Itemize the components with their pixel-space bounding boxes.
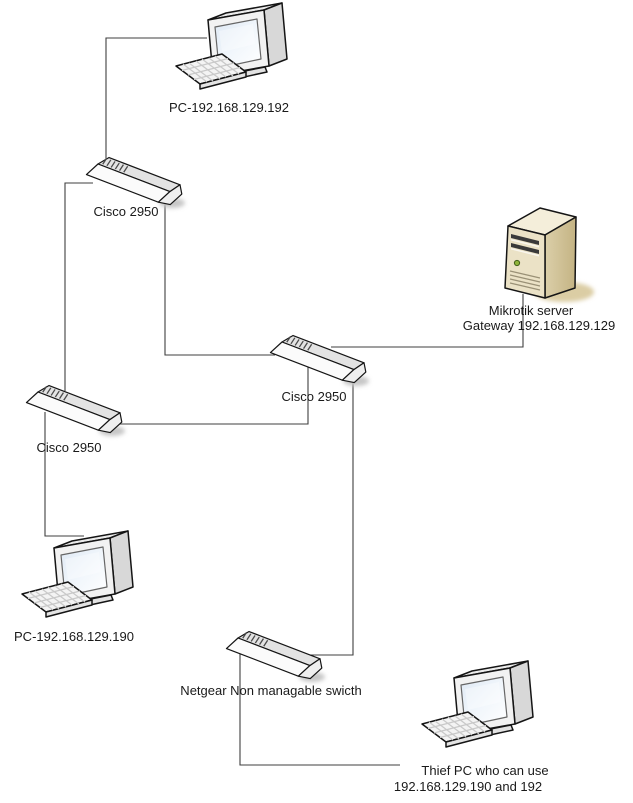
pc-left-icon — [21, 530, 134, 618]
netgear-switch-icon — [226, 626, 325, 683]
switch-left-icon — [26, 380, 125, 437]
pc-left-label: PC-192.168.129.190 — [14, 629, 134, 644]
mikrotik-server-icon — [505, 208, 594, 302]
switch-top-label: Cisco 2950 — [93, 204, 159, 219]
switch-left-label: Cisco 2950 — [36, 440, 102, 455]
link-pc192-switch-top — [105, 37, 207, 160]
pc-top-label: PC-192.168.129.192 — [169, 100, 289, 115]
link-switch-middle-netgear — [301, 376, 354, 656]
server-label: Mikrotik server — [488, 303, 574, 318]
connection-lines — [44, 37, 524, 766]
link-switch-top-switch-middle — [164, 191, 275, 356]
thief-pc-icon — [421, 660, 534, 748]
link-netgear-thief-pc — [239, 651, 400, 766]
thief-pc-label: Thief PC who can use — [421, 763, 549, 778]
switch-middle-icon — [270, 330, 369, 387]
link-switch-left-pc190 — [44, 412, 84, 537]
pc-top-icon — [175, 2, 288, 90]
netgear-switch-label: Netgear Non managable swicth — [180, 683, 362, 698]
switch-top-icon — [86, 152, 185, 209]
link-switch-middle-server — [331, 294, 524, 348]
server-gateway-label: Gateway 192.168.129.129 — [462, 318, 616, 333]
switch-middle-label: Cisco 2950 — [281, 389, 347, 404]
thief-pc-sublabel: 192.168.129.190 and 192 — [393, 779, 543, 794]
link-switch-top-switch-left — [64, 182, 93, 391]
link-switch-middle-switch-left — [110, 367, 309, 425]
